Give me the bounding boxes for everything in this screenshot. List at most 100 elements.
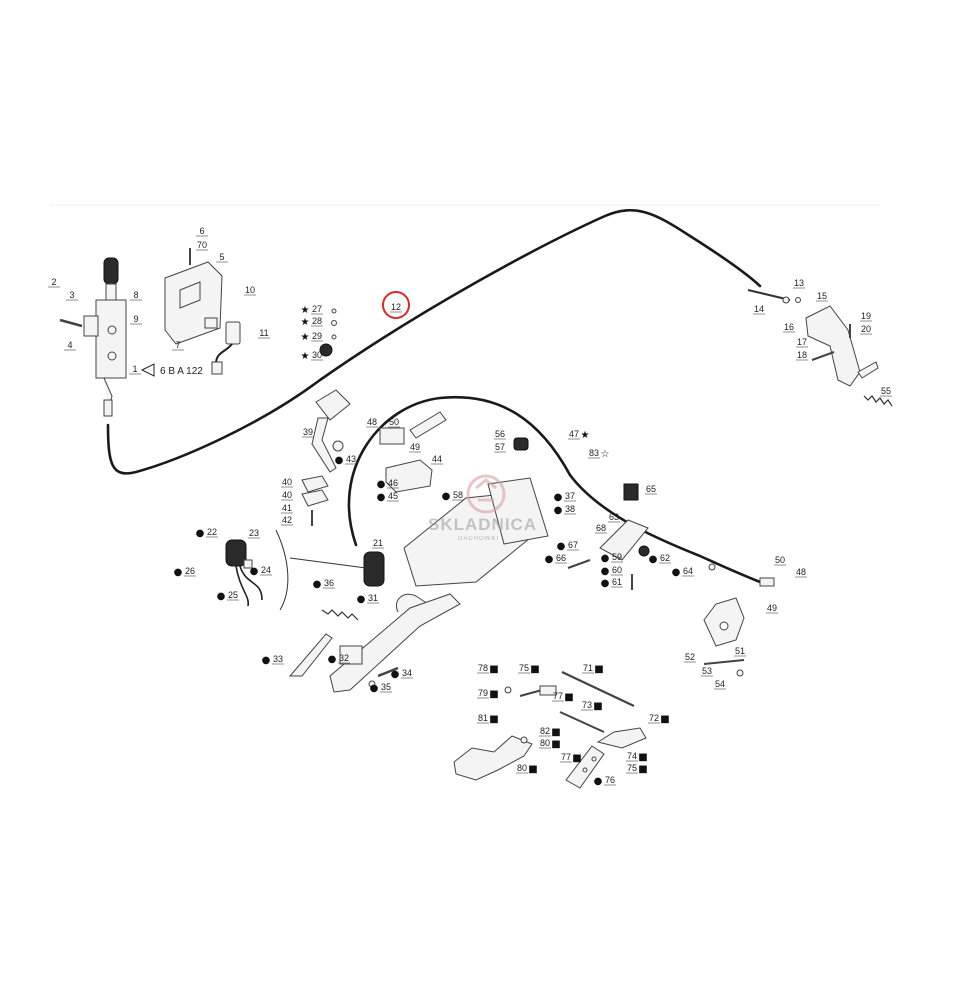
callout-50: 50 [774,555,786,566]
callout-76: 76● [594,775,616,787]
callout-41: 41 [281,503,293,514]
callout-47: 47★ [568,429,590,441]
callout-label: 80 [517,763,527,773]
callout-61: 61● [601,577,623,589]
callout-26: 26● [174,566,196,578]
highlight-ring [382,291,410,319]
lever-assembly [59,257,127,417]
callout-22: 22● [196,527,218,539]
leader-21 [289,557,367,569]
callout-label: 67 [568,540,578,550]
callout-label: 37 [565,491,575,501]
callout-72: 72■ [648,713,670,725]
callout-label: 13 [794,278,804,288]
callout-label: 3 [69,290,74,300]
callout-83: 83☆ [588,448,610,460]
callout-label: 59 [612,552,622,562]
callout-label: 75 [627,763,637,773]
callout-label: 43 [346,454,356,464]
callout-56: 56 [494,429,506,440]
callout-label: 51 [735,646,745,656]
dot-marker-icon: ● [328,654,337,665]
callout-9: 9 [130,314,142,325]
callout-35: 35● [370,682,392,694]
callout-label: 12 [391,302,401,312]
dot-marker-icon: ● [377,492,386,503]
callout-label: 4 [67,340,72,350]
dot-marker-icon: ● [391,669,400,680]
callout-75: 75■ [518,663,540,675]
callout-label: 42 [282,515,292,525]
square-marker-icon: ■ [638,764,647,775]
square-marker-icon: ■ [572,753,581,764]
callout-37: 37● [554,491,576,503]
square-marker-icon: ■ [530,664,539,675]
callout-label: 23 [249,528,259,538]
callout-71: 71■ [582,663,604,675]
dot-marker-icon: ● [557,541,566,552]
callout-label: 77 [553,691,563,701]
pedal-39 [311,389,351,473]
callout-label: 49 [767,603,777,613]
reference-note-text: 6 B A 122 [160,366,203,377]
callout-label: 83 [589,448,599,458]
dot-marker-icon: ● [594,776,603,787]
callout-label: 39 [303,427,313,437]
callout-55: 55 [880,386,892,397]
dot-marker-icon: ● [554,492,563,503]
callout-23: 23 [248,528,260,539]
callout-label: 26 [185,566,195,576]
square-marker-icon: ■ [489,714,498,725]
callout-label: 34 [402,668,412,678]
callout-30: 30★ [301,350,323,362]
callout-74: 74■ [626,751,648,763]
square-marker-icon: ■ [638,752,647,763]
callout-44: 44 [431,454,443,465]
callout-29: 29★ [301,331,323,343]
callout-label: 21 [373,538,383,548]
callout-label: 78 [478,663,488,673]
callout-label: 74 [627,751,637,761]
watermark-line2: DACHOWKI [458,536,499,542]
callout-label: 2 [51,277,56,287]
dot-marker-icon: ● [335,455,344,466]
square-marker-icon: ■ [528,764,537,775]
callout-8: 8 [130,290,142,301]
callout-28: 28★ [301,316,323,328]
callout-label: 5 [219,252,224,262]
callout-label: 57 [495,442,505,452]
dot-marker-icon: ● [672,567,681,578]
callout-17: 17 [796,337,808,348]
callout-58: 58● [442,490,464,502]
callout-13: 13 [793,278,805,289]
callout-label: 70 [197,240,207,250]
callout-1: 1 [129,364,141,375]
callout-label: 73 [582,700,592,710]
callout-label: 71 [583,663,593,673]
callout-label: 17 [797,337,807,347]
callout-38: 38● [554,504,576,516]
callout-label: 55 [881,386,891,396]
bracket-51 [703,597,745,677]
clamp-56 [513,437,529,451]
callout-label: 66 [556,553,566,563]
callout-20: 20 [860,324,872,335]
callout-77: 77■ [552,691,574,703]
callout-label: 10 [245,285,255,295]
callout-label: 61 [612,577,622,587]
callout-45: 45● [377,491,399,503]
callout-49: 49 [766,603,778,614]
callout-label: 79 [478,688,488,698]
callout-66: 66● [545,553,567,565]
callout-12: 12 [390,302,402,313]
callout-label: 77 [561,752,571,762]
dot-marker-icon: ● [250,566,259,577]
dot-marker-icon: ● [442,491,451,502]
dot-marker-icon: ● [174,567,183,578]
pedal-bracket-16 [747,289,879,387]
callout-label: 29 [312,331,322,341]
switch-21 [363,551,429,613]
callout-label: 50 [389,417,399,427]
callout-label: 63 [609,512,619,522]
